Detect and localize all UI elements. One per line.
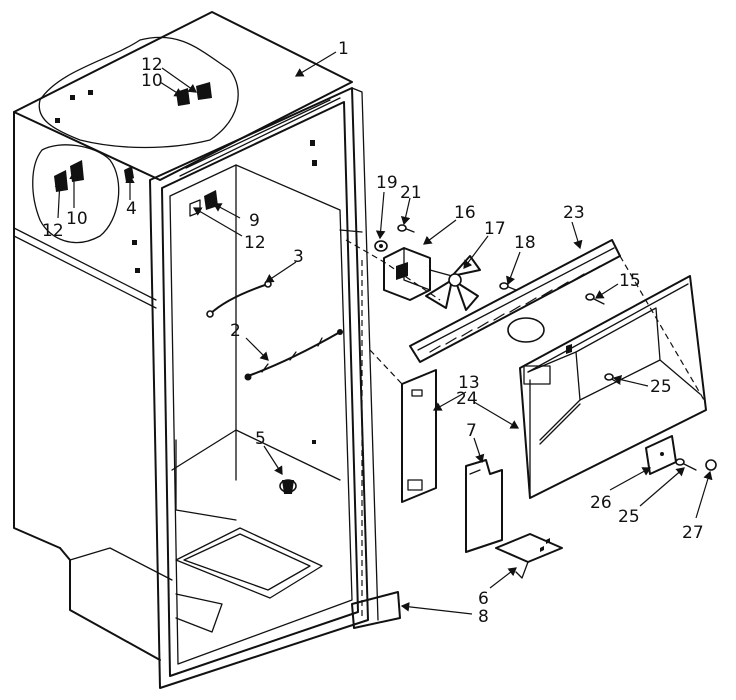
callout-part-10-top: 10 — [141, 71, 163, 91]
callout-part-25-upper: 25 — [650, 377, 672, 397]
screw-18 — [499, 282, 517, 291]
screw-21 — [397, 224, 415, 233]
callout-part-21: 21 — [400, 183, 422, 203]
callout-part-4: 4 — [126, 199, 137, 219]
cover-8 — [351, 591, 401, 629]
callout-part-12-top: 12 — [141, 55, 163, 75]
callout-part-10-left: 10 — [66, 209, 88, 229]
baffle-7 — [465, 459, 503, 553]
bracket-26 — [645, 435, 677, 475]
callout-part-12-left: 12 — [42, 221, 64, 241]
callout-part-8: 8 — [478, 607, 489, 627]
bracket-6 — [495, 533, 563, 579]
callout-part-18: 18 — [514, 233, 536, 253]
light-socket-5 — [279, 479, 297, 494]
screw-15 — [585, 293, 605, 305]
callout-part-17: 17 — [484, 219, 506, 239]
callout-part-16: 16 — [454, 203, 476, 223]
callout-part-19: 19 — [376, 173, 398, 193]
callout-part-3: 3 — [293, 247, 304, 267]
evaporator-cover-24 — [519, 275, 707, 499]
callout-part-1: 1 — [338, 39, 349, 59]
heater-wire-3 — [206, 280, 272, 318]
duct-panel-13 — [401, 369, 437, 503]
callout-part-5: 5 — [255, 429, 266, 449]
callout-part-15: 15 — [619, 271, 641, 291]
plug-27 — [705, 459, 717, 471]
callout-part-6: 6 — [478, 589, 489, 609]
callout-part-23: 23 — [563, 203, 585, 223]
callout-part-7: 7 — [466, 421, 477, 441]
callout-part-12-inner: 12 — [244, 233, 266, 253]
callout-part-2: 2 — [230, 321, 241, 341]
callout-part-9: 9 — [249, 211, 260, 231]
fan-motor-16 — [383, 247, 453, 301]
refrigerator-liner-cabinet — [13, 11, 379, 689]
callout-part-13: 13 — [458, 373, 480, 393]
callout-part-26: 26 — [590, 493, 612, 513]
fan-blade-17 — [425, 255, 481, 311]
callout-part-24: 24 — [456, 389, 478, 409]
grommet-19 — [374, 240, 388, 252]
callout-part-25-lower: 25 — [618, 507, 640, 527]
air-diffuser-23 — [409, 239, 621, 363]
screw-25-lower — [675, 458, 697, 471]
wire-harness-2 — [244, 329, 343, 381]
callout-part-27: 27 — [682, 523, 704, 543]
